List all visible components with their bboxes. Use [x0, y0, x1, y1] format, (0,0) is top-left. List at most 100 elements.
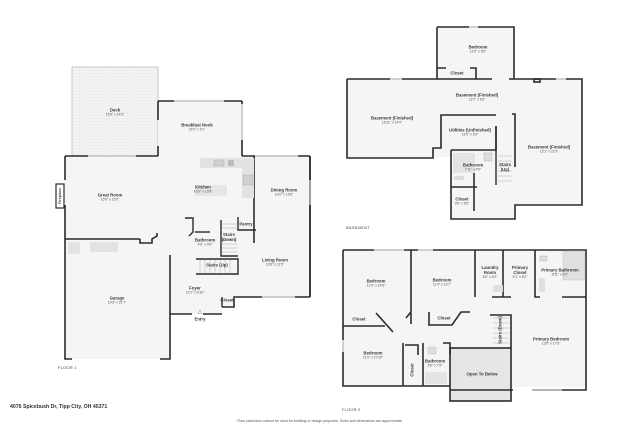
room-name: Living Room [261, 257, 289, 263]
room-name: Closet [450, 70, 464, 76]
room-dimensions: 5'0" x 7'6" [427, 363, 443, 368]
room-dimensions: 12'3" x 14'5" [366, 283, 386, 288]
room-name: Primary Closet [511, 265, 528, 276]
room-name: Kitchen [195, 184, 211, 190]
room-bathroom-f1: Bathroom 4'6" x 4'6" [194, 237, 216, 248]
room-dimensions: 12'1" x 6'10" [185, 290, 205, 295]
entry-arrow-icon: △ [198, 309, 202, 315]
room-basement-bedroom: Bedroom 13'9" x 9'5" [468, 44, 488, 55]
room-primary-bedroom: Primary Bedroom 13'5" x 17'6" [532, 336, 570, 347]
room-name: Entry [194, 316, 206, 322]
room-utilities: Utilities (Unfinished) 13'0" x 6'3" [449, 127, 491, 138]
room-bedroom-2: Bedroom 11'4" x 13'7" [432, 277, 452, 288]
disclaimer-text: Floor plans/tour cannot be used for buil… [237, 419, 403, 423]
room-name: Dining Room [270, 187, 298, 193]
room-name: Bathroom [462, 162, 484, 168]
room-closet-f2-1: Closet [352, 316, 366, 323]
room-basement-closet-1: Closet [450, 70, 464, 77]
room-name: Bathroom [194, 237, 216, 243]
fireplace: Fireplace [58, 188, 62, 204]
basement-title: BASEMENT [346, 225, 370, 230]
room-foyer: Foyer 12'1" x 6'10" [185, 286, 205, 296]
room-dimensions: 13'2" x 6'3" [468, 97, 486, 102]
room-name: Basement (Finished) [455, 92, 499, 98]
room-dimensions: 5'5" x 8'2" [482, 274, 498, 279]
room-name: Breakfast Nook [181, 122, 213, 128]
room-name: Deck [109, 107, 121, 113]
stairs-up: Stairs (Up) [206, 262, 228, 269]
room-dimensions: 16'3" x 13'8" [193, 189, 213, 194]
room-dimensions: 4'6" x 4'6" [197, 242, 213, 247]
room-dimensions: 13'0" x 6'3" [461, 132, 479, 137]
room-living-room: Living Room 13'6" x 11'5" [261, 257, 289, 268]
room-name: Stairs (Down) [221, 232, 237, 242]
room-name: Closet [220, 297, 234, 303]
room-dimensions: 15'0" x 9'1" [188, 127, 206, 132]
room-dimensions: 7'11" x 4'5" [464, 167, 482, 172]
room-name: Basement (Finished) [370, 115, 414, 121]
room-name: Bathroom [424, 358, 446, 364]
room-dimensions: 13'5" x 17'6" [541, 341, 561, 346]
room-name: Garage [109, 295, 125, 301]
room-deck: Deck 15'9" x 14'3" [105, 107, 125, 118]
room-garage: Garage 19'3" x 21'7" [107, 295, 127, 306]
room-name: Closet [409, 363, 415, 377]
room-dimensions: 15'9" x 14'3" [105, 112, 125, 117]
room-dimensions: 3'9" x 5'6" [454, 201, 470, 206]
room-name: Pantry [239, 221, 253, 227]
room-name: Laundry Room [481, 265, 499, 276]
room-dimensions: 11'4" x 13'7" [432, 282, 452, 287]
floor2-walls [342, 249, 587, 402]
basement-stairs-up: Stairs (Up) [498, 162, 512, 173]
room-pantry: Pantry [239, 221, 253, 228]
floor2-stairs-down: Stairs (Down) [497, 316, 504, 344]
deck-area [71, 66, 159, 157]
room-name: Utilities (Unfinished) [449, 127, 491, 133]
open-to-below: Open To Below [466, 371, 498, 378]
room-name: Bedroom [432, 277, 452, 283]
room-dimensions: 19'3" x 21'7" [107, 300, 127, 305]
room-dimensions: 16'6" x 15'5" [100, 197, 120, 202]
stairs-down: Stairs (Down) [220, 232, 238, 243]
room-primary-closet: Primary Closet 5'1" x 8'2" [506, 265, 534, 280]
room-name: Closet [437, 315, 451, 321]
room-name: Open To Below [466, 371, 498, 377]
room-breakfast-nook: Breakfast Nook 15'0" x 9'1" [181, 122, 213, 133]
room-dimensions: 10'2" x 13'8" [274, 192, 294, 197]
room-name: Primary Bedroom [532, 336, 570, 342]
room-name: Bedroom [468, 44, 488, 50]
room-basement-bathroom: Bathroom 7'11" x 4'5" [462, 162, 484, 173]
room-dimensions: 12'1" x 22'3" [539, 149, 559, 154]
room-name: Bedroom [366, 278, 386, 284]
room-name: Fireplace [57, 188, 62, 204]
room-name: Stairs (Up) [206, 262, 228, 268]
basement-walls [346, 26, 583, 220]
room-dimensions: 8'11" x 8'2" [551, 272, 569, 277]
room-bedroom-1: Bedroom 12'3" x 14'5" [366, 278, 386, 289]
room-dimensions: 13'6" x 11'5" [265, 262, 285, 267]
room-bathroom-f2: Bathroom 5'0" x 7'6" [424, 358, 446, 369]
room-name: Closet [455, 196, 469, 202]
room-dimensions: 5'1" x 8'2" [512, 274, 528, 279]
entry-label: Entry [194, 316, 206, 323]
room-name: Basement (Finished) [527, 144, 571, 150]
room-name: Closet [352, 316, 366, 322]
room-name: Bedroom [363, 350, 383, 356]
room-kitchen: Kitchen 16'3" x 13'8" [193, 184, 213, 195]
floor1-walls [55, 66, 311, 360]
room-name: Great Room [97, 192, 123, 198]
room-closet-f2-2: Closet [437, 315, 451, 322]
room-name: Stairs (Up) [499, 162, 511, 172]
room-dining-room: Dining Room 10'2" x 13'8" [270, 187, 298, 198]
room-basement-finished-2: Basement (Finished) 16'11" x 14'9" [370, 115, 414, 126]
room-dimensions: 11'0" x 10'10" [362, 355, 384, 360]
property-address: 4076 Spicebush Dr, Tipp City, OH 45371 [10, 404, 108, 410]
room-closet-f2-3: Closet [409, 363, 416, 377]
room-name: Stairs (Down) [497, 316, 503, 344]
room-closet-f1: Closet [220, 297, 234, 304]
room-basement-finished-1: Basement (Finished) 13'2" x 6'3" [455, 92, 499, 103]
room-basement-closet-2: Closet 3'9" x 5'6" [454, 196, 470, 207]
room-basement-finished-3: Basement (Finished) 12'1" x 22'3" [527, 144, 571, 155]
room-dimensions: 13'9" x 9'5" [469, 49, 487, 54]
